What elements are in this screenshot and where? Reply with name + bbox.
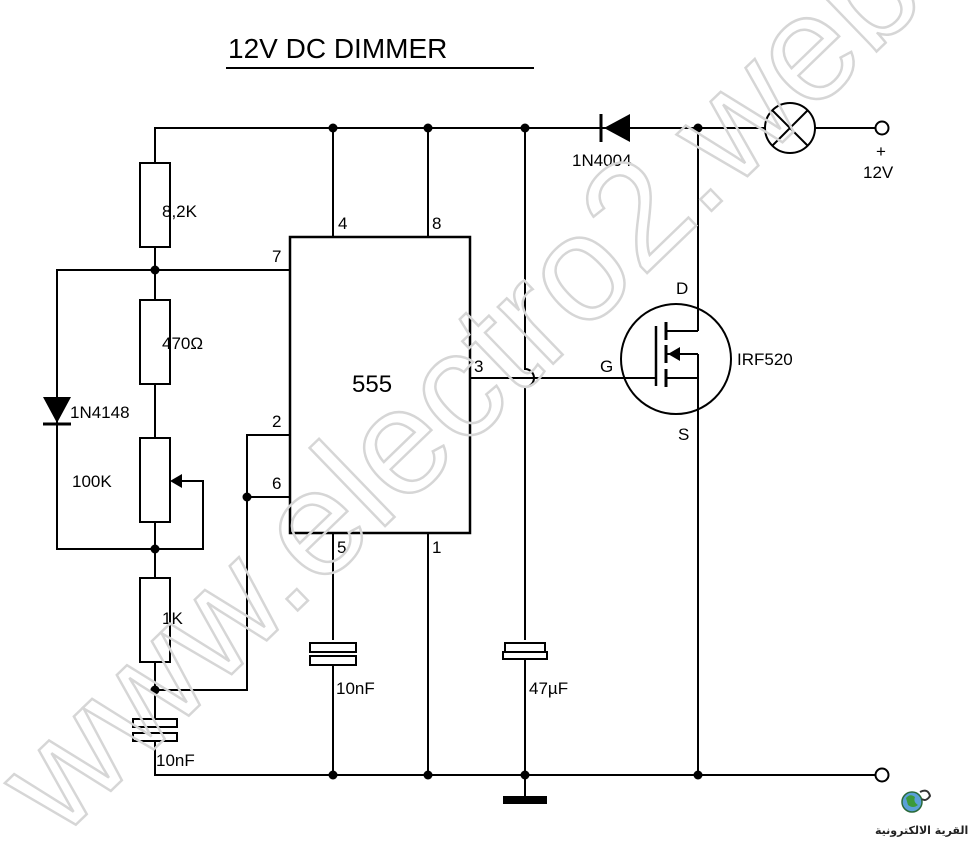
label-8k2: 8,2K — [162, 202, 198, 221]
label-1k: 1K — [162, 609, 183, 628]
pin-5-label: 5 — [337, 538, 346, 557]
capacitor-47uf — [502, 642, 548, 660]
label-irf520: IRF520 — [737, 350, 793, 369]
capacitor-control — [309, 642, 357, 666]
ground-symbol — [503, 796, 547, 804]
pin-3-label: 3 — [474, 357, 483, 376]
label-470: 470Ω — [162, 334, 203, 353]
ic-label: 555 — [352, 371, 392, 398]
capacitor-timing — [132, 718, 178, 742]
logo-text: القرية الالكترونية — [875, 824, 968, 837]
site-logo: القرية الالكترونية — [875, 789, 968, 837]
diode-1n4004 — [594, 114, 630, 142]
junction-dots — [150, 123, 703, 780]
pin-6-label: 6 — [272, 474, 281, 493]
wire-pin2-6 — [155, 434, 290, 691]
pin-1-label: 1 — [432, 538, 441, 557]
mosfet-gate-label: G — [600, 357, 613, 376]
mosfet-irf520 — [620, 128, 732, 775]
schematic-title: 12V DC DIMMER — [228, 33, 447, 64]
pin-7-label: 7 — [272, 247, 281, 266]
label-plus: + — [876, 142, 886, 161]
lamp — [764, 102, 816, 154]
label-100k: 100K — [72, 472, 112, 491]
label-10nf-control: 10nF — [336, 679, 375, 698]
terminal-ground — [874, 767, 890, 783]
terminal-plus — [874, 120, 890, 136]
diode-1n4148 — [43, 269, 155, 550]
ic-555: 555 — [288, 235, 472, 535]
mosfet-drain-label: D — [676, 279, 688, 298]
pin-4-label: 4 — [338, 214, 347, 233]
label-47uf: 47µF — [529, 679, 568, 698]
label-10nf-timing: 10nF — [156, 751, 195, 770]
pin-2-label: 2 — [272, 412, 281, 431]
label-1n4004: 1N4004 — [572, 151, 632, 170]
mosfet-source-label: S — [678, 425, 689, 444]
pin-8-label: 8 — [432, 214, 441, 233]
bottom-rail — [154, 740, 876, 776]
label-12v: 12V — [863, 163, 894, 182]
label-1n4148: 1N4148 — [70, 403, 130, 422]
